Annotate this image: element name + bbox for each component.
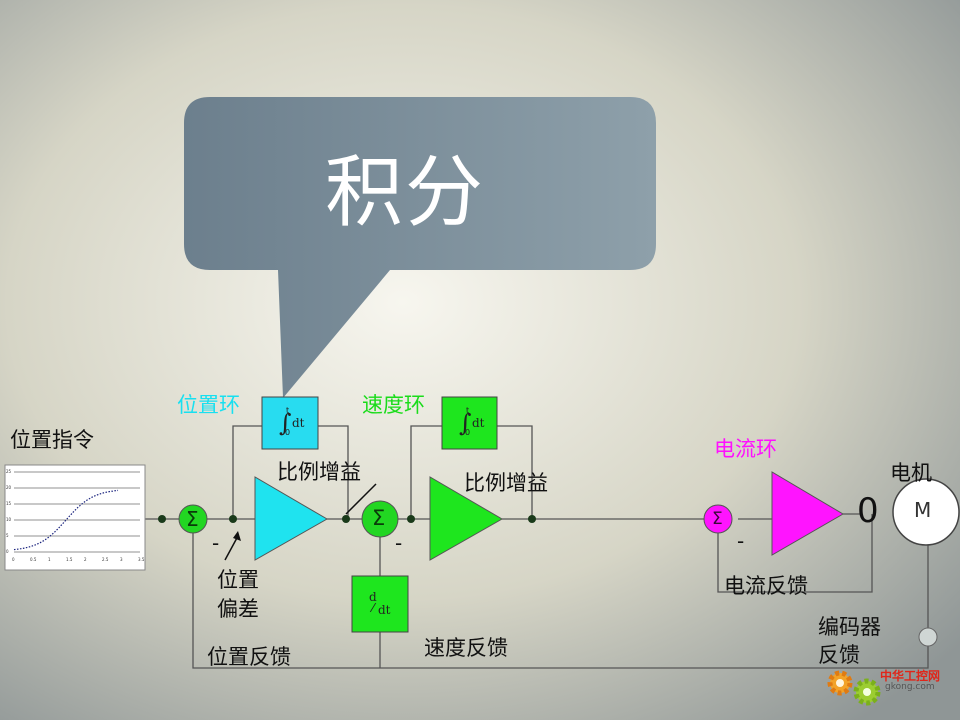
derivative-slash: ⁄ — [372, 601, 375, 615]
derivative-box — [351, 575, 409, 633]
label-gain-position: 比例增益 — [277, 460, 361, 484]
mini-chart-xtick: 2 — [84, 557, 87, 562]
mini-chart-ytick: 5 — [6, 533, 9, 538]
sum-symbol-current: Σ — [712, 509, 723, 529]
sum-junction-position — [178, 504, 208, 534]
mini-chart-xtick: 2.5 — [102, 557, 109, 562]
integral-upper-position: t — [286, 406, 290, 415]
integral-dt-position: dt — [292, 416, 305, 430]
label-pos-error-line1: 位置 — [217, 568, 259, 592]
mini-chart-ytick: 25 — [6, 469, 12, 474]
integral-dt-speed: dt — [472, 416, 485, 430]
label-zero: 0 — [857, 491, 879, 531]
label-encoder-line1: 编码器 — [818, 615, 881, 639]
position-command-chart — [4, 464, 146, 571]
watermark-text: 中华工控网 — [880, 669, 941, 683]
mini-chart-ytick: 0 — [6, 549, 9, 554]
amplifier-speed — [429, 476, 504, 561]
label-position-feedback: 位置反馈 — [207, 645, 291, 669]
junction-dots — [158, 515, 536, 523]
minus-sign-position: - — [212, 531, 220, 555]
label-gain-speed: 比例增益 — [464, 471, 548, 495]
derivative-denominator: dt — [378, 603, 391, 617]
label-motor: 电机 — [890, 461, 932, 485]
mini-chart-xtick: 0 — [12, 557, 15, 562]
label-speed-loop: 速度环 — [362, 393, 425, 417]
integral-sign-speed: ∫ — [459, 409, 472, 437]
sum-symbol-position: Σ — [186, 507, 199, 531]
sum-junction-current — [703, 504, 733, 534]
mini-chart-xtick: 1.5 — [66, 557, 73, 562]
callout-text: 积分 — [325, 148, 486, 238]
integral-box-position — [261, 396, 319, 450]
derivative-numerator: d — [369, 590, 377, 604]
watermark-gear-icon — [827, 670, 881, 706]
motor-circle — [892, 478, 960, 546]
motor-symbol: M — [914, 498, 932, 522]
label-current-feedback: 电流反馈 — [724, 574, 808, 598]
pos-error-pointer — [224, 531, 241, 561]
label-current-loop: 电流环 — [714, 437, 777, 461]
label-encoder-line2: 反馈 — [818, 643, 860, 667]
sum-symbol-speed: Σ — [372, 506, 386, 530]
watermark-subtext: gkong.com — [885, 682, 935, 692]
minus-sign-speed: - — [395, 531, 403, 555]
integral-sign-position: ∫ — [279, 409, 292, 437]
integral-upper-speed: t — [466, 406, 470, 415]
mini-chart-ytick: 10 — [6, 517, 12, 522]
minus-sign-current: - — [737, 529, 745, 553]
label-position-command: 位置指令 — [10, 428, 94, 452]
label-speed-feedback: 速度反馈 — [424, 636, 508, 660]
integral-box-speed — [441, 396, 498, 450]
encoder-circle — [918, 627, 938, 647]
mini-chart-ytick: 20 — [6, 485, 12, 490]
amplifier-current — [771, 471, 844, 556]
amplifier-position — [254, 476, 329, 561]
mini-chart-ytick: 15 — [6, 501, 12, 506]
mini-chart-xtick: 1 — [48, 557, 51, 562]
gain-pointer — [345, 483, 377, 515]
integral-lower-speed: 0 — [465, 428, 471, 437]
signal-wires — [145, 425, 929, 669]
mini-chart-xtick: 3.5 — [138, 557, 145, 562]
callout-bubble — [184, 97, 656, 398]
label-position-loop: 位置环 — [177, 393, 240, 417]
label-pos-error-line2: 偏差 — [217, 597, 259, 621]
mini-chart-xtick: 0.5 — [30, 557, 37, 562]
mini-chart-xtick: 3 — [120, 557, 123, 562]
sum-junction-speed — [361, 500, 399, 538]
integral-lower-position: 0 — [285, 428, 291, 437]
